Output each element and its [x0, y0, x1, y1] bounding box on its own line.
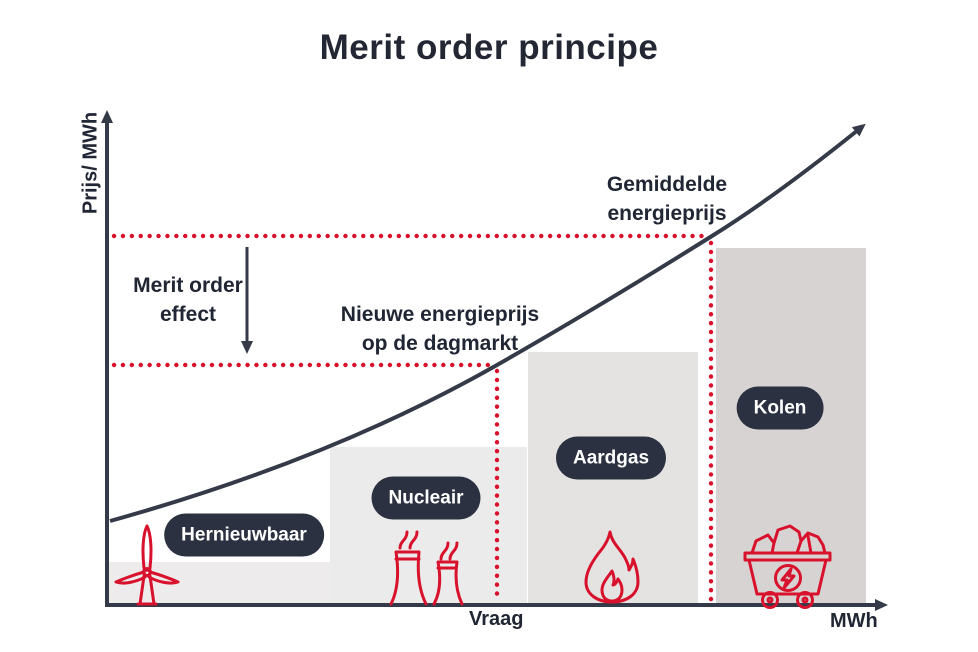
new-price-annotation: Nieuwe energieprijs op de dagmarkt — [341, 300, 539, 358]
wind-turbine-icon — [114, 524, 180, 606]
new-price-annotation-line1: Nieuwe energieprijs — [340, 303, 540, 326]
x-axis-label: MWh — [830, 610, 878, 632]
coal-cart-icon — [743, 524, 832, 609]
bar-nucleair — [330, 447, 527, 605]
average-price-annotation-line1: Gemiddelde — [606, 173, 728, 196]
average-price-annotation: Gemiddelde energieprijs — [607, 170, 727, 228]
page-title: Merit order principe — [319, 28, 659, 67]
label-pill-nucleair: Nucleair — [371, 476, 481, 520]
label-pill-aardgas: Aardgas — [555, 436, 667, 480]
merit-effect-annotation-line2: effect — [159, 303, 217, 326]
supply-curve — [109, 123, 866, 523]
average-price-annotation-line2: energieprijs — [607, 202, 727, 225]
new-price-annotation-line2: op de dagmarkt — [361, 332, 519, 355]
demand-tick-label: Vraag — [469, 608, 524, 630]
nuclear-cooling-towers-icon — [389, 530, 464, 606]
label-pill-hernieuwbaar: Hernieuwbaar — [164, 513, 324, 557]
gas-flame-icon — [584, 530, 640, 604]
merit-effect-annotation-line1: Merit order — [133, 274, 243, 297]
label-pill-kolen: Kolen — [736, 386, 824, 430]
y-axis-label: Prijs/ MWh — [79, 111, 102, 215]
merit-effect-annotation: Merit order effect — [133, 271, 243, 329]
